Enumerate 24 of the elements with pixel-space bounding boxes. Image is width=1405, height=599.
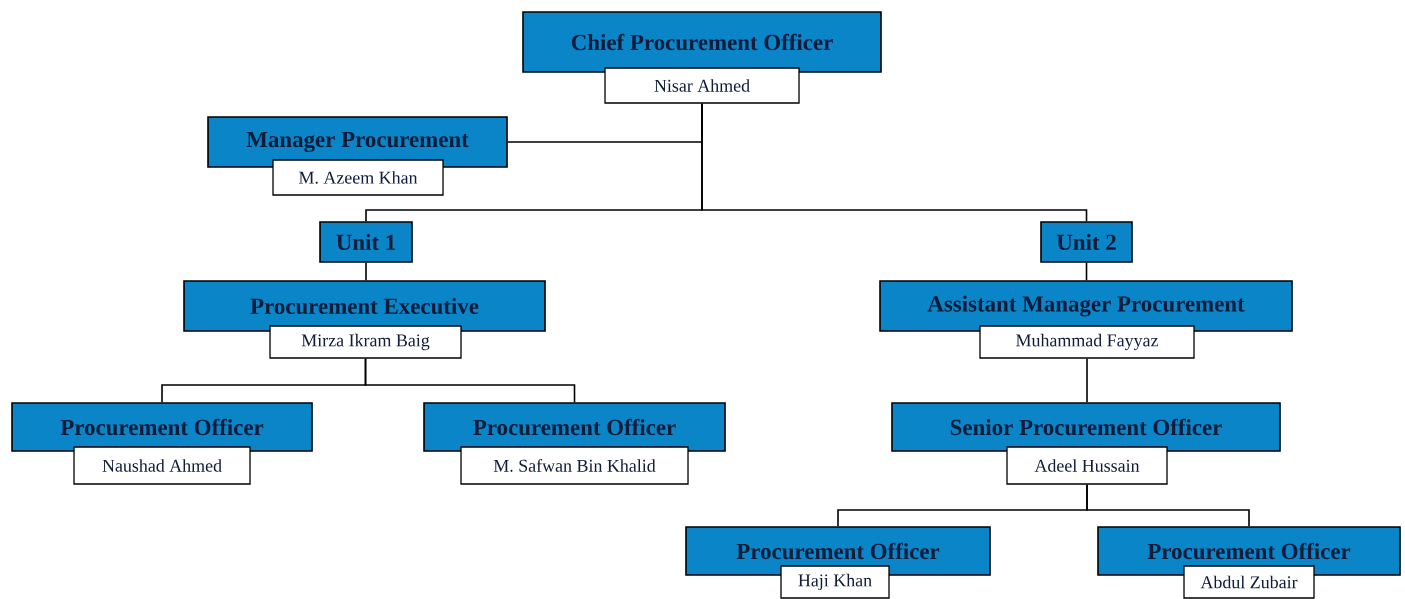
name-box: M. Azeem Khan: [272, 159, 444, 196]
title-box: Senior Procurement Officer: [891, 402, 1281, 452]
connector-line: [1085, 262, 1088, 281]
connector-line: [1086, 357, 1088, 403]
name-box: Abdul Zubair: [1183, 565, 1315, 599]
name-box: Mirza Ikram Baig: [269, 325, 462, 359]
title-box: Procurement Officer: [423, 402, 726, 452]
title-box: Procurement Executive: [183, 280, 546, 332]
name-box: Nisar Ahmed: [604, 67, 800, 104]
title-box: Procurement Officer: [11, 402, 313, 452]
connector-line: [365, 262, 367, 281]
name-box: Muhammad Fayyaz: [979, 325, 1195, 359]
name-box: Adeel Hussain: [1006, 446, 1168, 485]
title-box: Unit 2: [1040, 221, 1133, 263]
title-box: Chief Procurement Officer: [522, 11, 882, 73]
name-box: Naushad Ahmed: [73, 446, 251, 485]
connector-line: [364, 357, 576, 403]
name-box: M. Safwan Bin Khalid: [460, 446, 689, 485]
title-box: Manager Procurement: [207, 116, 508, 168]
title-box: Procurement Officer: [1097, 526, 1401, 576]
title-box: Unit 1: [319, 221, 413, 263]
connector-line: [701, 102, 1088, 222]
connector-line: [1086, 483, 1250, 527]
title-box: Assistant Manager Procurement: [879, 280, 1293, 332]
